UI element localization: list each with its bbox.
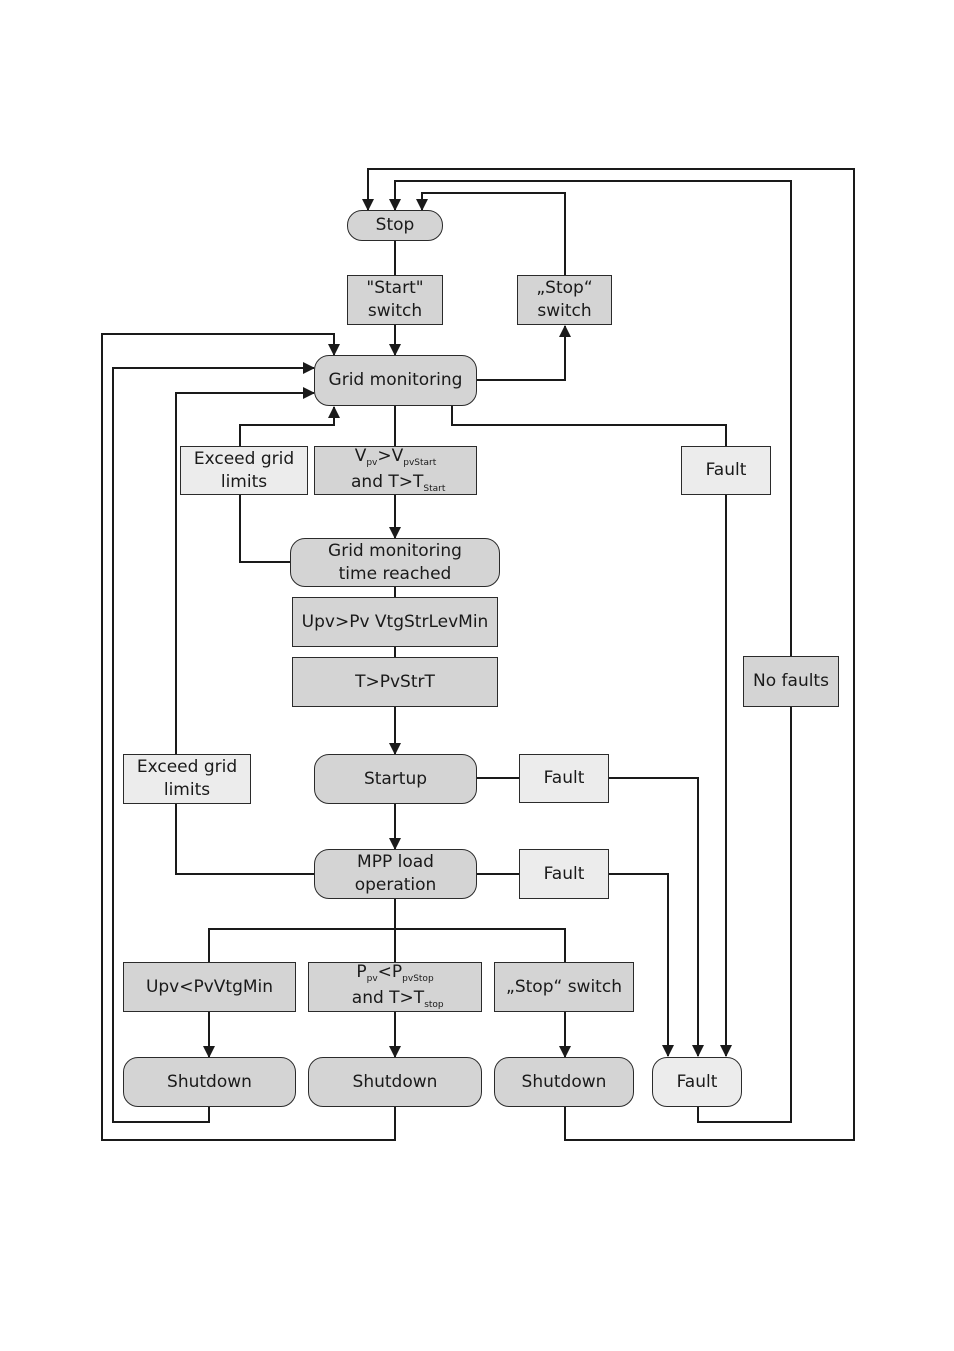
edge-fault-nofaults — [697, 707, 792, 1123]
vpv-v: V — [354, 445, 367, 466]
shutdown-2-label: Shutdown — [352, 1071, 438, 1092]
fault-mpp-label: Fault — [543, 863, 585, 884]
vpv-sub-start: Start — [423, 483, 446, 494]
ppv-condition-label: Ppv<PpvStop and T>Tstop — [309, 961, 481, 1013]
mpp-load-operation-state: MPP load operation — [314, 849, 477, 899]
fault-condition-mpp: Fault — [519, 849, 609, 899]
stop-switch-condition-bottom: „Stop“ switch — [494, 962, 634, 1012]
fault-condition-right: Fault — [681, 446, 771, 495]
t-pvstrt-condition: T>PvStrT — [292, 657, 498, 707]
vpv-condition-label: Vpv>VpvStart and T>TStart — [315, 445, 476, 497]
vpv-start-condition: Vpv>VpvStart and T>TStart — [314, 446, 477, 495]
stop-switch-bottom-label: „Stop“ switch — [506, 976, 622, 997]
grid-monitoring-state: Grid monitoring — [314, 355, 477, 406]
exceed-grid-limits-condition-1: Exceed grid limits — [180, 446, 308, 495]
edge-grid-fault — [451, 406, 727, 446]
fault-state-final: Fault — [652, 1057, 742, 1107]
startup-state: Startup — [314, 754, 477, 804]
edge-exceed2-grid — [175, 387, 315, 754]
no-faults-label: No faults — [753, 671, 829, 691]
shutdown-state-1: Shutdown — [123, 1057, 296, 1107]
fault-right-label: Fault — [705, 460, 747, 480]
edge-startupfault-final — [609, 777, 704, 1057]
grid-monitoring-time-state: Grid monitoring time reached — [290, 538, 500, 587]
edge-mpp-exceed2 — [175, 804, 314, 875]
edge-shut3-stop — [362, 168, 855, 1141]
edge-gmt-exceed1 — [239, 495, 290, 563]
ppv-sub-stop: stop — [424, 1000, 444, 1010]
upv-min-label: Upv<PvVtgMin — [145, 976, 274, 997]
shutdown-state-2: Shutdown — [308, 1057, 482, 1107]
startup-label: Startup — [363, 768, 428, 789]
t-pvstrt-label: T>PvStrT — [355, 671, 435, 692]
vpv-gt: >V — [377, 445, 404, 466]
grid-monitoring-label: Grid monitoring — [328, 370, 463, 390]
upv-strlev-label: Upv>Pv VtgStrLevMin — [301, 611, 489, 632]
exceed-grid-limits-condition-2: Exceed grid limits — [123, 754, 251, 804]
ppv-sub-pv: pv — [366, 974, 378, 984]
edge-mpp-branch — [208, 899, 566, 962]
fault-final-label: Fault — [676, 1071, 718, 1092]
fault-startup-label: Fault — [543, 768, 585, 788]
edge-mppfault-final — [609, 873, 674, 1057]
edge-grid-stopswitch — [477, 325, 571, 381]
ppv-lt: <P — [377, 962, 403, 982]
edge-shut1-grid — [112, 362, 315, 1123]
edge-shut2-grid — [101, 333, 396, 1141]
shutdown-3-label: Shutdown — [521, 1071, 607, 1092]
stop-label: Stop — [375, 215, 415, 235]
ppv-sub-pvstop: pvStop — [402, 974, 434, 984]
edge-nofaults-stop — [389, 180, 792, 656]
vpv-and: and T>T — [345, 471, 424, 492]
fault-condition-startup: Fault — [519, 754, 609, 803]
shutdown-state-3: Shutdown — [494, 1057, 634, 1107]
stop-switch-condition-top: „Stop“ switch — [517, 275, 612, 325]
upv-min-condition: Upv<PvVtgMin — [123, 962, 296, 1012]
shutdown-1-label: Shutdown — [167, 1071, 252, 1092]
upv-strlev-condition: Upv>Pv VtgStrLevMin — [292, 597, 498, 647]
ppv-p: P — [356, 962, 367, 982]
no-faults-condition: No faults — [743, 656, 839, 707]
grid-monitoring-time-label: Grid monitoring time reached — [328, 540, 462, 584]
edge-stopswitch-stop — [416, 192, 566, 275]
start-switch-condition: "Start" switch — [347, 275, 443, 325]
ppv-stop-condition: Ppv<PpvStop and T>Tstop — [308, 962, 482, 1012]
vpv-sub-pvstart: pvStart — [403, 457, 437, 468]
start-switch-label: "Start" switch — [366, 278, 424, 321]
vpv-sub-pv: pv — [366, 457, 378, 468]
exceed-grid-limits-1-label: Exceed grid limits — [193, 448, 295, 492]
ppv-and: and T>T — [346, 988, 425, 1008]
stop-switch-top-label: „Stop“ switch — [536, 278, 593, 321]
mpp-label: MPP load operation — [354, 852, 437, 895]
edge-exceed1-grid — [239, 406, 340, 446]
stop-state: Stop — [347, 210, 443, 241]
exceed-grid-limits-2-label: Exceed grid limits — [136, 757, 238, 800]
